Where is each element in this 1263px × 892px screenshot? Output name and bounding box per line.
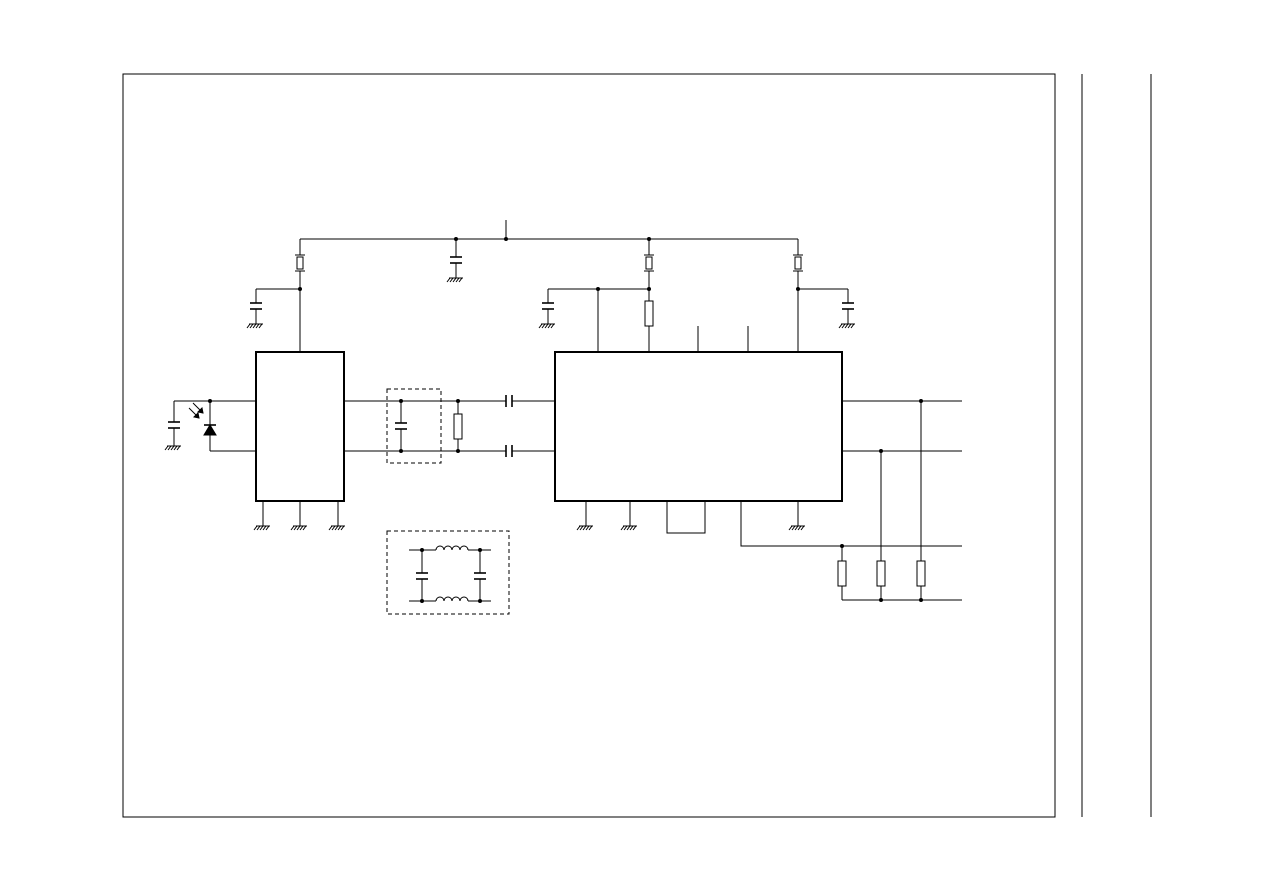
ground-symbol (538, 323, 556, 329)
crystal-symbol (792, 254, 804, 272)
capacitor-symbol (446, 239, 464, 283)
main-ic-supply (538, 239, 856, 352)
capacitor-symbol (838, 289, 856, 329)
crystal-symbol (294, 254, 306, 272)
main-ic-bottom-pins (576, 501, 806, 534)
capacitor-symbol (246, 289, 264, 329)
preamp-block (255, 351, 345, 502)
junction-dot (504, 237, 508, 241)
ground-symbol (446, 277, 464, 283)
capacitor-symbol (416, 550, 428, 601)
ground-symbol (328, 525, 346, 531)
capacitor-symbol (164, 401, 182, 451)
ground-symbol (838, 323, 856, 329)
resistor-symbol (644, 300, 654, 327)
capacitor-symbol (538, 289, 556, 329)
capacitor-symbol (505, 395, 513, 407)
preamp-ground-pins (253, 501, 346, 531)
signal-path (344, 388, 555, 464)
resistor-symbol (453, 413, 463, 440)
page-frame (122, 73, 1152, 818)
ground-symbol (620, 525, 638, 531)
output-network (740, 399, 962, 602)
ground-symbol (290, 525, 308, 531)
supply-rail (300, 220, 798, 283)
photodiode-symbol (188, 401, 217, 451)
resistor-symbol (837, 560, 847, 587)
ground-symbol (164, 445, 182, 451)
ground-symbol (788, 525, 806, 531)
left-supply-branch (246, 239, 306, 352)
external-component-loop (666, 501, 706, 534)
capacitor-symbol (395, 401, 407, 451)
main-ic-block (554, 351, 843, 502)
lc-filter-option (386, 530, 510, 615)
ground-symbol (246, 323, 264, 329)
lc-filter-box (386, 530, 510, 615)
resistor-symbol (876, 560, 886, 587)
inductor-symbol (435, 596, 469, 602)
capacitor-symbol (474, 550, 486, 601)
ground-symbol (253, 525, 271, 531)
inductor-symbol (435, 545, 469, 551)
filter-option-box (386, 388, 442, 464)
resistor-symbol (916, 560, 926, 587)
ground-symbol (576, 525, 594, 531)
photodiode-input (164, 399, 256, 452)
crystal-symbol (643, 254, 655, 272)
capacitor-symbol (505, 445, 513, 457)
